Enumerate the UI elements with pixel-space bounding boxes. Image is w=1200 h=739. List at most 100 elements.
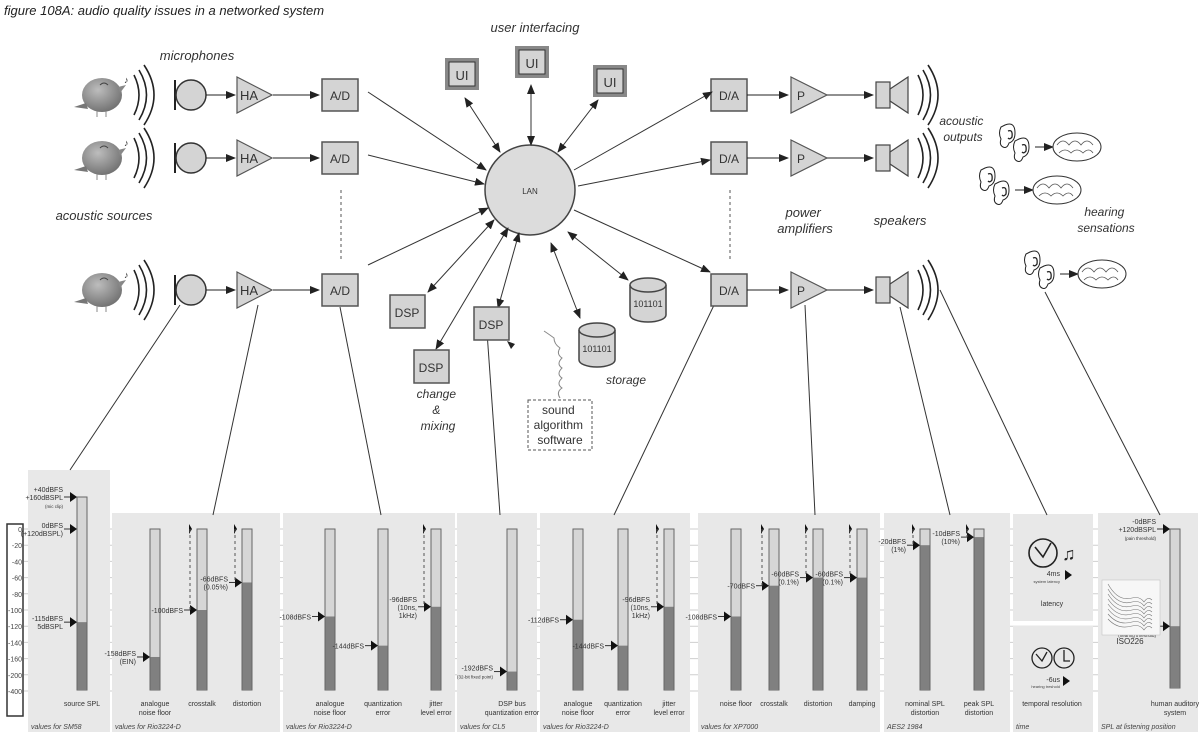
annotation-text: (10%) — [941, 539, 960, 546]
lan-hub[interactable]: LAN — [484, 144, 576, 236]
wave-arc — [927, 259, 939, 321]
bar-label: analogue — [564, 701, 593, 708]
bird-tail — [74, 166, 88, 172]
sound-algorithm-software-box[interactable]: sound algorithm software — [527, 399, 593, 451]
power-amp-node[interactable]: P — [790, 76, 829, 114]
wave-arc — [133, 137, 140, 179]
bar-label: noise floor — [139, 710, 172, 717]
annotation-text: (32-bit fixed point) — [457, 675, 494, 680]
microphones-label: microphones — [160, 48, 235, 63]
ear-inner — [987, 172, 993, 183]
annotation-text: +160dBSPL — [25, 495, 63, 502]
speaker-icon[interactable] — [875, 138, 909, 178]
da-box — [710, 78, 748, 112]
panel-caption: SPL at listening position — [1101, 724, 1176, 731]
level-marker — [318, 611, 325, 622]
level-marker — [371, 640, 378, 651]
head-amp-node[interactable]: HA — [236, 76, 274, 114]
annotation-text: -96dBFS — [622, 597, 650, 604]
clock-hands — [1034, 542, 1052, 559]
ad-converter-node[interactable]: A/D — [321, 78, 359, 112]
bar-level — [769, 585, 779, 690]
ad-label: A/D — [330, 284, 350, 298]
microphone-icon[interactable] — [174, 274, 207, 306]
bar-label: damping — [849, 701, 876, 708]
da-converter-node[interactable]: D/A — [710, 78, 748, 112]
panel-bg — [884, 513, 1010, 732]
annotation-text: -108dBFS — [685, 614, 717, 621]
annotation-text: (1%) — [891, 547, 906, 554]
svg-text:UI: UI — [604, 75, 617, 90]
annotation-text: 0dBFS — [42, 523, 64, 530]
ha-triangle — [236, 271, 274, 309]
svg-text:UI: UI — [526, 56, 539, 71]
speaker-cone — [889, 75, 909, 115]
level-marker — [70, 492, 77, 502]
bar-level — [857, 577, 867, 690]
power-amp-node[interactable]: P — [790, 139, 829, 177]
head-amp-node[interactable]: HA — [236, 139, 274, 177]
change-mixing-label: change & mixing — [417, 387, 460, 433]
ui-node-2[interactable]: UI — [515, 46, 549, 78]
axis-tick-label: -60 — [12, 576, 22, 583]
axis-tick-label: -20 — [12, 543, 22, 550]
annotation-text: (mic clip) — [45, 504, 63, 509]
microphone-icon[interactable] — [174, 79, 207, 111]
bar-level — [431, 606, 441, 690]
power-amplifiers-label: power amplifiers — [777, 205, 833, 236]
storage-disk-2[interactable]: 101101 — [578, 322, 616, 368]
speaker-icon[interactable] — [875, 270, 909, 310]
speaker-icon[interactable] — [875, 75, 909, 115]
level-marker — [611, 640, 618, 651]
mic-capsule — [175, 142, 207, 174]
clock-hands — [1035, 651, 1048, 663]
axis-tick-label: -400 — [8, 689, 22, 696]
power-amp-node[interactable]: P — [790, 271, 829, 309]
sound-waves-icon — [133, 64, 155, 126]
ear-outline — [1038, 264, 1055, 289]
panel-caption: values for Rio3224-D — [115, 724, 181, 731]
bar-level — [731, 616, 741, 690]
dsp-node-2[interactable]: DSP — [413, 349, 450, 384]
head-amp-node[interactable]: HA — [236, 271, 274, 309]
da-converter-node[interactable]: D/A — [710, 273, 748, 307]
ui-node-3[interactable]: UI — [593, 65, 627, 97]
axis-tick-label: -140 — [8, 640, 22, 647]
chart-panel-7: AES2 1984 — [884, 513, 1010, 732]
bar-label: level error — [420, 710, 452, 717]
lan-label: LAN — [522, 187, 538, 196]
bar-label: source SPL — [64, 701, 100, 708]
level-marker — [143, 651, 150, 662]
da-converter-node[interactable]: D/A — [710, 141, 748, 175]
bird-icon: ♪ — [74, 138, 129, 180]
svg-text:UI: UI — [456, 68, 469, 83]
storage-disk-1[interactable]: 101101 — [629, 277, 667, 323]
mic-capsule — [175, 79, 207, 111]
bar-label: noise floor — [720, 701, 753, 708]
dsp-node-1[interactable]: DSP — [389, 294, 426, 329]
annotation-text: -96dBFS — [389, 597, 417, 604]
annotation-text: (0.1%) — [778, 580, 799, 587]
ad-converter-node[interactable]: A/D — [321, 141, 359, 175]
ear-icon — [993, 180, 1010, 205]
annotation-text: -100dBFS — [151, 608, 183, 615]
iso226-plot — [1101, 579, 1161, 636]
microphone-icon[interactable] — [174, 142, 207, 174]
bar-label: quantization — [604, 701, 642, 708]
ad-converter-node[interactable]: A/D — [321, 273, 359, 307]
bar-label: crosstalk — [760, 701, 788, 708]
ear-icon — [979, 166, 996, 191]
axis-tick-label: -80 — [12, 592, 22, 599]
dsp-node-3[interactable]: DSP — [473, 306, 510, 341]
panel-caption: values for CL5 — [460, 724, 505, 731]
annotation-text: -0dBFS — [1132, 519, 1156, 526]
axis-tick-label: -100 — [8, 608, 22, 615]
brain-folds — [1081, 267, 1119, 281]
ui-node-1[interactable]: UI — [445, 58, 479, 90]
speaker-cone — [889, 270, 909, 310]
